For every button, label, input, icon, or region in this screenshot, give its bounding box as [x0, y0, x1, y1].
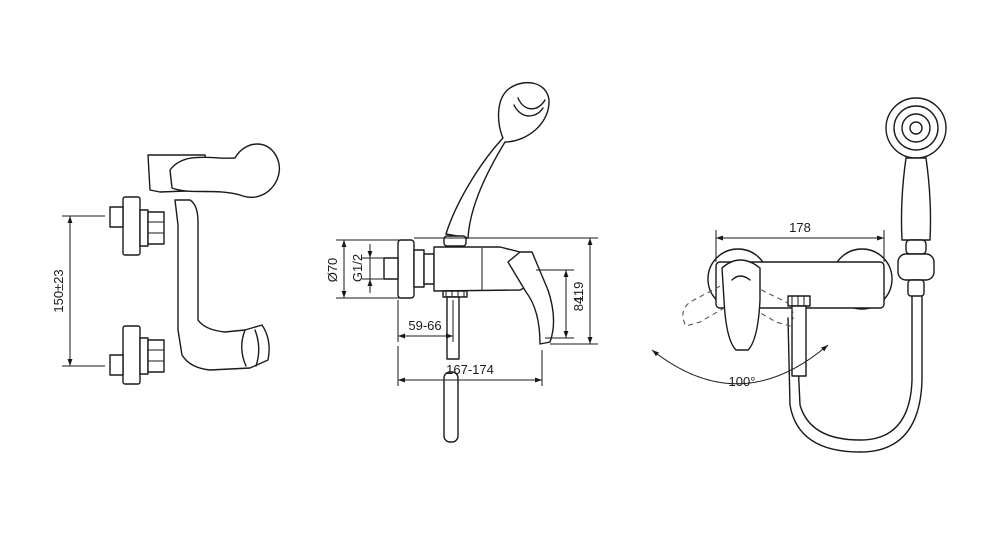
front-elevation-view: 150±23 [51, 143, 281, 385]
dim-depth-range: 59-66 [408, 318, 441, 333]
side-handset [445, 81, 550, 239]
wall-flange [397, 239, 415, 299]
top-lever [721, 259, 761, 351]
bottom-flange [122, 325, 141, 385]
bottom-nut [147, 339, 165, 373]
dim-overall-height: 119 [571, 282, 586, 303]
side-lever [507, 251, 555, 345]
wall-holder [897, 253, 935, 281]
top-handset-grip [900, 157, 932, 241]
top-handset [169, 143, 281, 198]
top-nut [147, 211, 165, 245]
lever-ghost-right [737, 281, 794, 327]
dim-side-spacing: 150±23 [51, 269, 66, 312]
dim-width: 178 [789, 220, 811, 235]
hose-loop [795, 295, 913, 441]
dim-outlet-height: 84 [571, 297, 586, 311]
top-view: 178 100° [651, 97, 947, 453]
dim-rotation-angle: 100° [729, 374, 756, 389]
side-elevation-view: Ø70 G1/2 59-66 84 119 167-174 [325, 81, 598, 443]
mixer-body-front [174, 199, 270, 371]
dim-inlet-diameter: Ø70 [325, 258, 340, 283]
dim-total-depth: 167-174 [446, 362, 494, 377]
rotation-arc [651, 344, 829, 385]
dim-thread: G1/2 [350, 254, 365, 282]
top-flange [122, 196, 141, 256]
shower-head-face [885, 97, 947, 159]
